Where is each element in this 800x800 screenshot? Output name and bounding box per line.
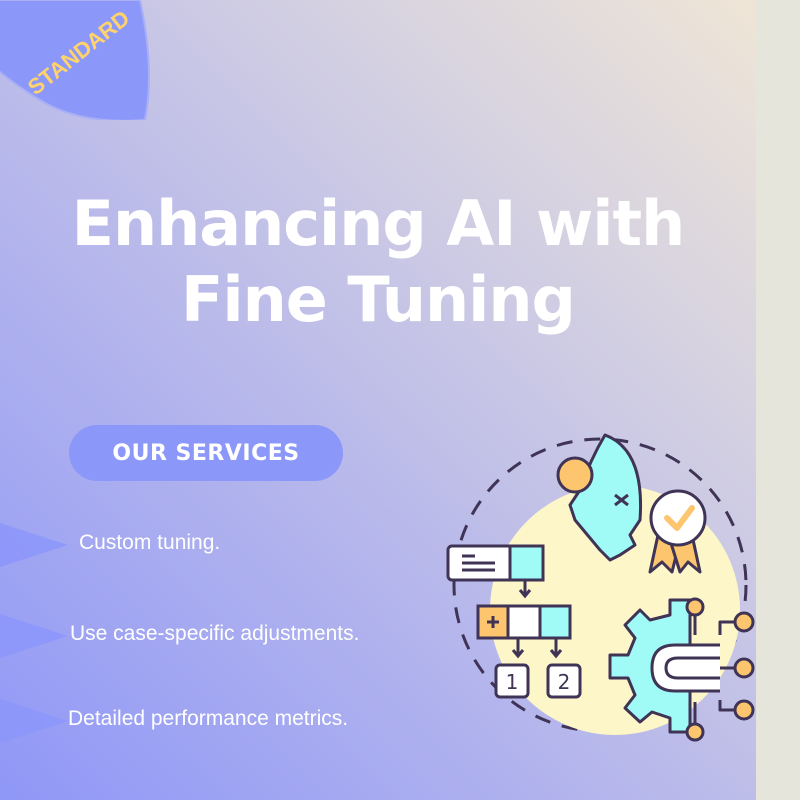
service-item: Detailed performance metrics. — [0, 699, 460, 743]
step-2-label: 2 — [558, 670, 571, 694]
service-item: Custom tuning. — [0, 523, 460, 567]
flowchart-icon — [446, 544, 582, 699]
poster-canvas: STANDARD Enhancing AI with Fine Tuning O… — [0, 0, 756, 800]
service-label: Use case-specific adjustments. — [70, 622, 360, 645]
ai-head-icon — [556, 433, 643, 562]
standard-badge — [0, 0, 150, 120]
step-1-label: 1 — [506, 670, 519, 694]
arrow-icon — [0, 699, 68, 743]
service-item: Use case-specific adjustments. — [0, 614, 460, 658]
services-heading: OUR SERVICES — [69, 425, 343, 481]
gear-circuit-icon — [608, 597, 755, 742]
title-line-2: Fine Tuning — [181, 263, 576, 336]
service-label: Custom tuning. — [79, 531, 221, 554]
service-label: Detailed performance metrics. — [68, 707, 349, 730]
arrow-icon — [0, 523, 68, 567]
arrow-icon — [0, 614, 68, 658]
title-line-1: Enhancing AI with — [71, 187, 686, 260]
page-title: Enhancing AI with Fine Tuning — [0, 186, 756, 338]
right-margin-strip — [756, 0, 800, 800]
award-ribbon-icon — [648, 489, 707, 574]
fine-tuning-illustration: 1 2 — [446, 433, 755, 742]
